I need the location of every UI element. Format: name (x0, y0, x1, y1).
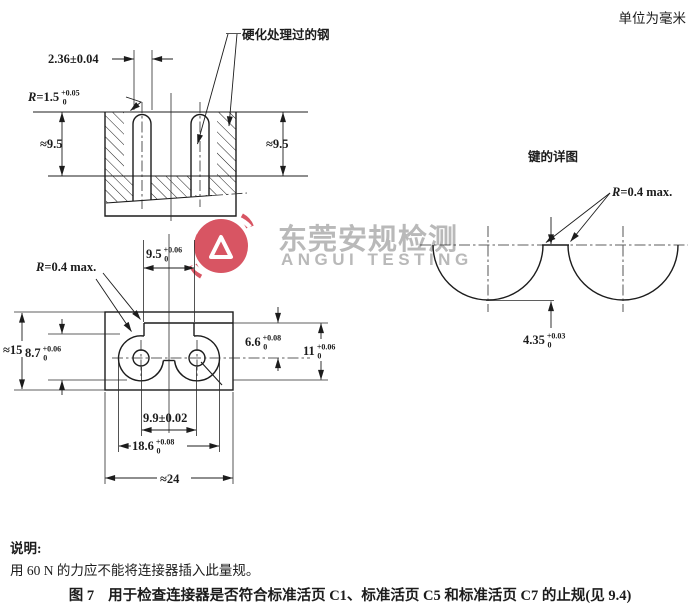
dim-corner-radius-max: R=0.4 max. (35, 260, 96, 274)
notes-line-1: 用 60 N 的力应不能将连接器插入此量规。 (10, 563, 260, 578)
units-note: 单位为毫米 (618, 11, 687, 26)
figure-caption-text: 用于检查连接器是否符合标准活页 C1、标准活页 C5 和标准活页 C7 的止规(… (108, 588, 632, 604)
figure-caption: 图 7 用于检查连接器是否符合标准活页 C1、标准活页 C5 和标准活页 C7 的… (0, 584, 700, 605)
dim-slot-width: 2.36±0.04 (48, 52, 99, 66)
watermark-en-text: ANGUI TESTING (281, 250, 473, 269)
dim-key-radius: R=0.4 max. (611, 185, 672, 199)
figure-number: 图 7 (68, 588, 95, 604)
dim-hole-pitch: 9.9±0.02 (143, 411, 187, 425)
dim-overall-width: ≈24 (160, 472, 180, 486)
dim-depth-left: ≈9.5 (40, 137, 63, 151)
dim-depth-right: ≈9.5 (266, 137, 289, 151)
material-note: 硬化处理过的钢 (242, 27, 330, 42)
notes-label: 说明: (10, 541, 42, 556)
watermark-cn-text: 东莞安规检测 (278, 224, 459, 256)
key-detail-title: 键的详图 (527, 149, 578, 164)
dim-overall-height: ≈15 (3, 343, 22, 357)
